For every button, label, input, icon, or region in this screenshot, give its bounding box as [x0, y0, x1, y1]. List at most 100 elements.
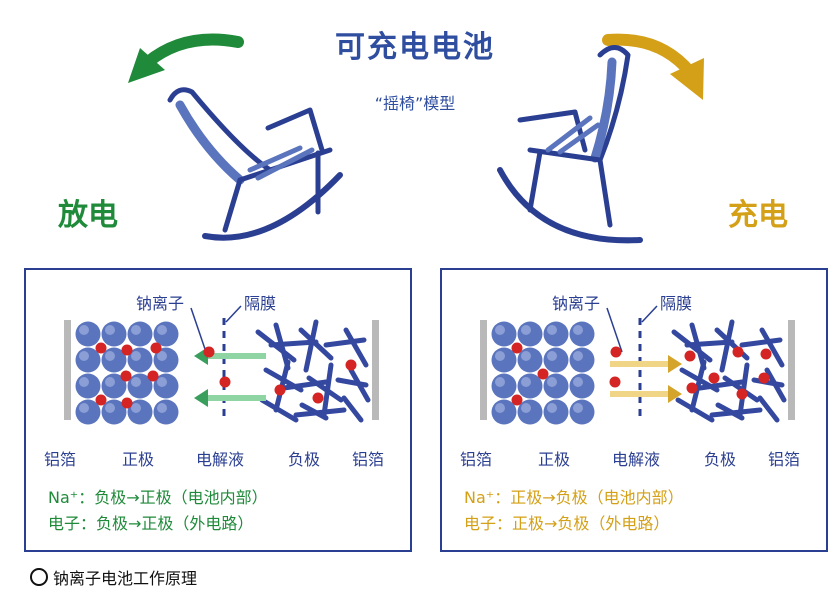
sphere-highlight: [131, 351, 141, 361]
sphere-highlight: [521, 403, 531, 413]
charge-curved-arrow: [602, 33, 696, 78]
sphere-highlight: [79, 403, 89, 413]
anode-label: 负极: [288, 450, 321, 469]
anode-fiber: [268, 339, 319, 348]
anode-fiber: [757, 395, 780, 423]
anode-structure: [671, 319, 787, 423]
sodium-ion: [312, 392, 324, 404]
sphere-highlight: [495, 403, 505, 413]
cathode-sphere: [569, 399, 595, 425]
discharge-cell-diagram: [64, 305, 379, 425]
ion-label: 钠离子: [552, 294, 601, 313]
ion-pointer: [606, 307, 623, 353]
ion-label: 钠离子: [136, 294, 185, 313]
anode-structure: [255, 319, 371, 423]
cathode-sphere: [569, 321, 595, 347]
anode-fiber: [751, 377, 785, 388]
electron-flow-text: 电子：正极→负极（外电路）: [464, 514, 670, 533]
sodium-flow-text: Na⁺：正极→负极（电池内部）: [464, 488, 684, 507]
anode-fiber: [697, 379, 745, 391]
discharge-label: 放电: [58, 198, 118, 233]
electron-flow-text: 电子：负极→正极（外电路）: [48, 514, 254, 533]
sodium-ion: [95, 394, 107, 406]
sodium-ion: [203, 346, 215, 358]
separator-label: 隔膜: [244, 294, 277, 313]
right-foil: [788, 320, 795, 420]
left-foil: [64, 320, 71, 420]
foil-left-label: 铝箔: [460, 450, 493, 469]
left-foil: [480, 320, 487, 420]
anode-fiber: [739, 337, 783, 348]
anode-fiber: [709, 407, 763, 418]
charge-cell-diagram: [480, 305, 795, 425]
sphere-highlight: [131, 325, 141, 335]
anode-fiber: [259, 397, 299, 423]
anode-label: 负极: [704, 450, 737, 469]
foil-left-label: 铝箔: [44, 450, 77, 469]
sphere-highlight: [495, 351, 505, 361]
sodium-ion: [511, 342, 523, 354]
anode-fiber: [689, 359, 707, 413]
sodium-ion: [609, 376, 621, 388]
cathode-sphere: [75, 373, 101, 399]
right-foil: [372, 320, 379, 420]
sodium-ion: [345, 359, 357, 371]
sodium-ion: [760, 348, 772, 360]
discharge-panel: 钠离子 隔膜 铝箔 正极 电解液 负极 铝箔 Na⁺：负极→正极（电池内部） 电…: [24, 268, 412, 552]
sodium-ion: [610, 346, 622, 358]
sodium-ion: [686, 382, 698, 394]
right-rocking-chair: [497, 45, 643, 244]
sphere-highlight: [79, 325, 89, 335]
cathode-spheres: [491, 321, 595, 425]
anode-fiber: [335, 377, 369, 388]
sphere-highlight: [105, 325, 115, 335]
cathode-sphere: [517, 321, 543, 347]
sodium-ion: [758, 372, 770, 384]
sphere-highlight: [131, 377, 141, 387]
sodium-flow-text: Na⁺：负极→正极（电池内部）: [48, 488, 268, 507]
anode-fiber: [675, 397, 715, 423]
ion-flow-arrows: [194, 347, 266, 407]
sphere-highlight: [79, 351, 89, 361]
caption-text: 钠离子电池工作原理: [53, 569, 198, 588]
sphere-highlight: [521, 351, 531, 361]
cathode-label: 正极: [122, 450, 155, 469]
sodium-ions: [511, 342, 772, 406]
cathode-label: 正极: [538, 450, 571, 469]
anode-fiber: [293, 407, 347, 418]
sodium-ion: [121, 344, 133, 356]
sodium-ion: [95, 342, 107, 354]
cathode-sphere: [569, 373, 595, 399]
ion-pointer: [190, 307, 207, 353]
sodium-ion: [537, 368, 549, 380]
sphere-highlight: [495, 325, 505, 335]
sodium-ion: [511, 394, 523, 406]
charge-label: 充电: [728, 198, 788, 233]
cathode-sphere: [75, 321, 101, 347]
discharge-arrowhead: [128, 48, 165, 83]
sodium-ion: [120, 370, 132, 382]
cathode-sphere: [491, 373, 517, 399]
electrolyte-label: 电解液: [612, 450, 661, 469]
sphere-highlight: [79, 377, 89, 387]
anode-fiber: [684, 339, 735, 348]
anode-fiber: [303, 319, 319, 373]
cathode-sphere: [543, 399, 569, 425]
sodium-ion: [219, 376, 231, 388]
separator-pointer: [225, 305, 242, 323]
sphere-highlight: [547, 403, 557, 413]
sphere-highlight: [547, 377, 557, 387]
sphere-highlight: [157, 403, 167, 413]
discharge-curved-arrow: [142, 33, 244, 68]
cathode-sphere: [127, 321, 153, 347]
sphere-highlight: [495, 377, 505, 387]
sphere-highlight: [105, 377, 115, 387]
anode-fiber: [323, 337, 367, 348]
sodium-ion: [147, 370, 159, 382]
anode-fiber: [759, 327, 785, 368]
sphere-highlight: [547, 351, 557, 361]
sodium-ion: [150, 342, 162, 354]
electrolyte-label: 电解液: [196, 450, 245, 469]
cathode-sphere: [543, 321, 569, 347]
sphere-highlight: [157, 377, 167, 387]
